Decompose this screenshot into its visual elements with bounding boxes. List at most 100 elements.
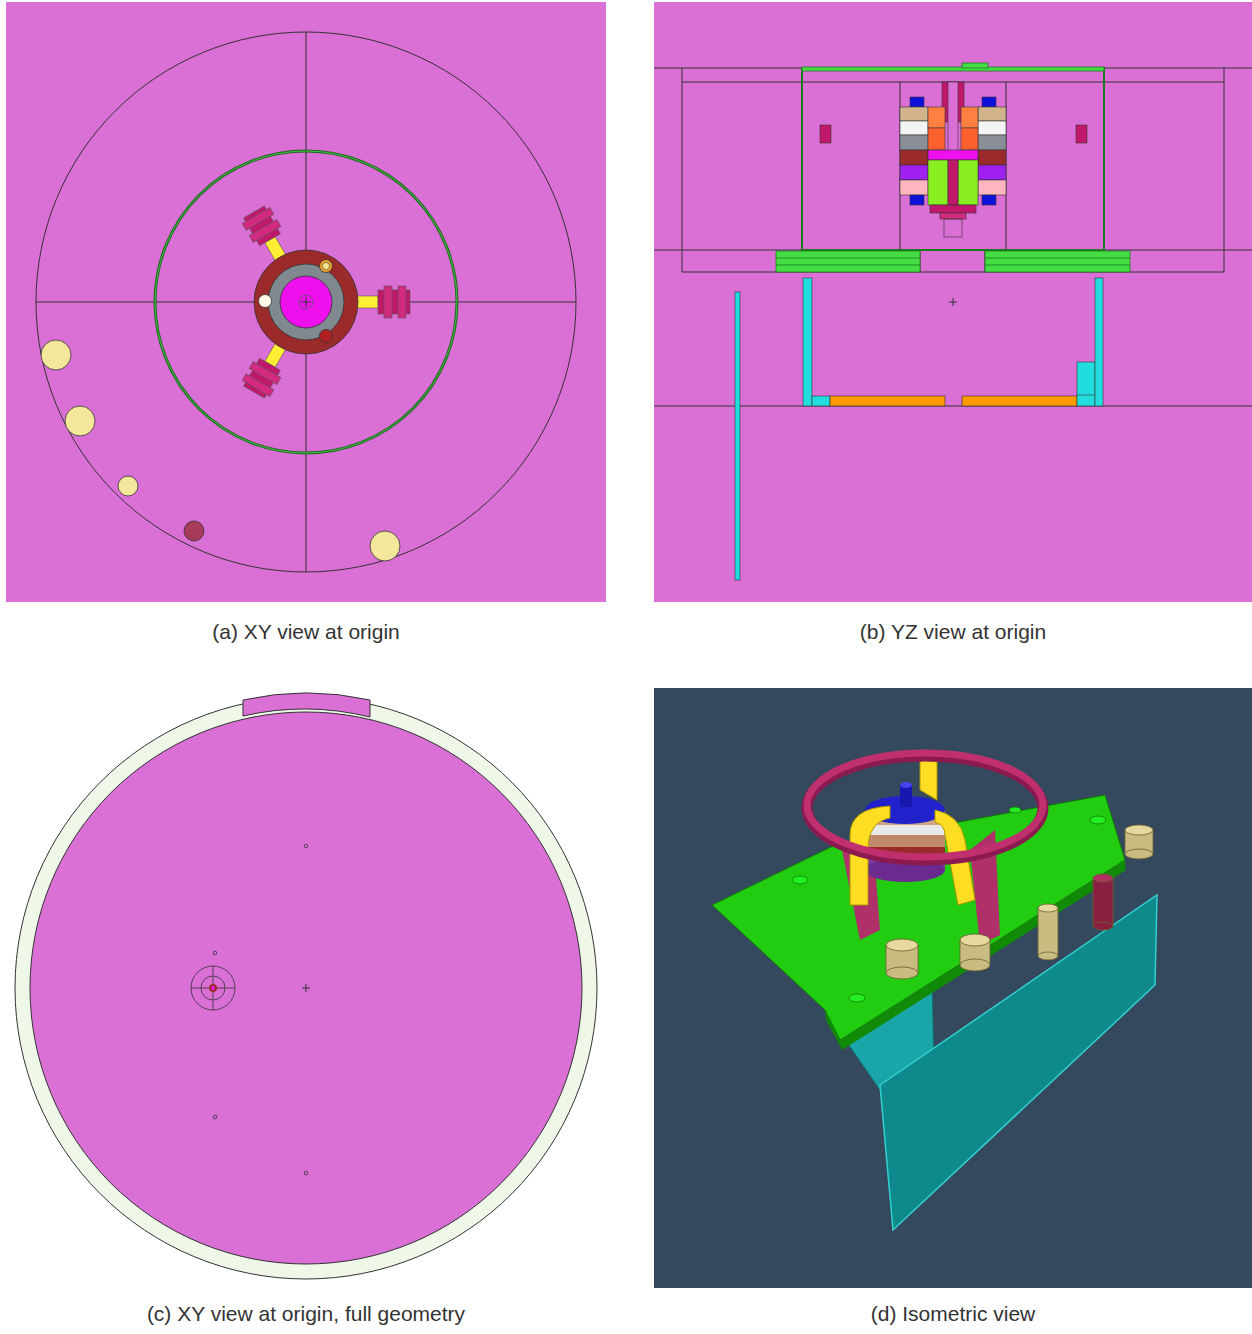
illustration-shape <box>830 396 945 406</box>
illustration-shape <box>886 939 918 951</box>
illustration-shape <box>900 150 928 165</box>
illustration-shape <box>41 340 71 370</box>
illustration-shape <box>803 278 812 406</box>
illustration-shape <box>65 406 95 436</box>
illustration-shape <box>6 2 606 602</box>
illustration-shape <box>370 531 400 561</box>
illustration-shape <box>982 97 996 107</box>
illustration-shape <box>940 213 966 219</box>
illustration-shape <box>985 258 1130 259</box>
illustration-shape <box>960 934 990 946</box>
illustration-shape <box>886 967 918 979</box>
illustration-shape <box>304 1171 308 1175</box>
illustration-shape <box>978 165 1006 180</box>
illustration-shape <box>985 265 1130 266</box>
illustration-shape <box>654 68 1252 406</box>
illustration-shape <box>735 278 1103 580</box>
illustration-shape <box>900 135 928 150</box>
illustration-shape <box>209 984 217 992</box>
illustration-shape <box>155 151 457 453</box>
illustration-shape <box>792 807 1106 1002</box>
panel-caption: (b) YZ view at origin <box>860 620 1046 644</box>
illustration-shape <box>978 107 1006 121</box>
illustration-shape <box>155 151 457 453</box>
illustration-shape <box>1077 395 1095 396</box>
illustration-shape <box>735 292 740 580</box>
illustration-shape <box>15 697 597 1279</box>
illustration-shape <box>961 107 978 128</box>
illustration-shape <box>323 263 330 270</box>
illustration-shape <box>880 895 1157 1230</box>
illustration-shape <box>978 121 1006 135</box>
illustration-shape <box>191 844 308 1175</box>
illustration-shape <box>356 286 410 318</box>
illustration-shape <box>776 258 920 259</box>
illustration-shape <box>978 180 1006 195</box>
illustration-shape <box>268 264 344 340</box>
illustration-shape <box>356 296 378 308</box>
illustration-shape <box>849 994 865 1002</box>
illustration-shape <box>776 265 920 266</box>
illustration-shape <box>184 521 204 541</box>
illustration-shape <box>928 107 945 128</box>
illustration-shape <box>982 195 996 205</box>
illustration-shape <box>985 251 1130 272</box>
illustration-shape <box>928 150 978 160</box>
illustration-shape <box>1077 362 1095 406</box>
illustration-shape <box>1009 807 1021 813</box>
illustration-shape <box>865 825 945 835</box>
illustration-shape <box>243 693 370 717</box>
panel-caption: (a) XY view at origin <box>212 620 400 644</box>
illustration-shape <box>776 251 920 272</box>
illustration-shape <box>807 753 1043 857</box>
illustration-shape <box>1038 908 1058 956</box>
illustration-shape <box>820 125 831 143</box>
illustration-shape <box>944 219 962 237</box>
illustration-shape <box>1090 816 1106 824</box>
illustration-shape <box>953 298 954 306</box>
illustration-shape <box>776 251 1130 272</box>
xy-view-panel <box>6 2 606 602</box>
illustration-shape <box>900 121 928 135</box>
illustration-shape <box>1076 125 1087 143</box>
illustration-shape <box>900 785 912 807</box>
illustration-shape <box>1093 878 1113 926</box>
illustration-shape <box>304 844 308 848</box>
illustration-shape <box>30 712 582 1264</box>
illustration-shape <box>118 476 138 496</box>
illustration-shape <box>1125 849 1153 859</box>
illustration-shape <box>306 297 307 307</box>
illustration-shape <box>242 207 274 230</box>
illustration-shape <box>1095 278 1103 406</box>
illustration-shape <box>320 260 333 273</box>
illustration-shape <box>191 966 235 1010</box>
illustration-shape <box>900 107 928 121</box>
illustration-shape <box>213 951 217 955</box>
illustration-shape <box>1125 825 1153 835</box>
illustration-shape <box>802 68 1104 250</box>
illustration-shape <box>960 959 990 971</box>
illustration-shape <box>654 2 1252 602</box>
illustration-shape <box>1224 68 1225 272</box>
illustration-shape <box>900 82 1006 237</box>
illustration-shape <box>962 63 988 68</box>
illustration-shape <box>1038 904 1058 912</box>
illustration-shape <box>211 986 215 990</box>
illustration-shape <box>928 160 948 205</box>
illustration-shape <box>865 835 945 847</box>
panel-caption: (d) Isometric view <box>871 1302 1036 1326</box>
illustration-shape <box>306 32 307 572</box>
illustration-shape <box>792 876 808 884</box>
illustration-shape <box>812 396 830 406</box>
illustration-shape <box>398 286 406 318</box>
illustration-shape <box>910 195 924 205</box>
illustration-shape <box>682 68 683 272</box>
illustration-shape <box>320 330 333 343</box>
illustration-shape <box>1093 874 1113 882</box>
illustration-shape <box>910 97 924 107</box>
illustration-shape <box>213 1115 217 1119</box>
illustration-shape <box>948 82 958 160</box>
illustration-shape <box>962 396 1077 406</box>
illustration-shape <box>259 295 272 308</box>
